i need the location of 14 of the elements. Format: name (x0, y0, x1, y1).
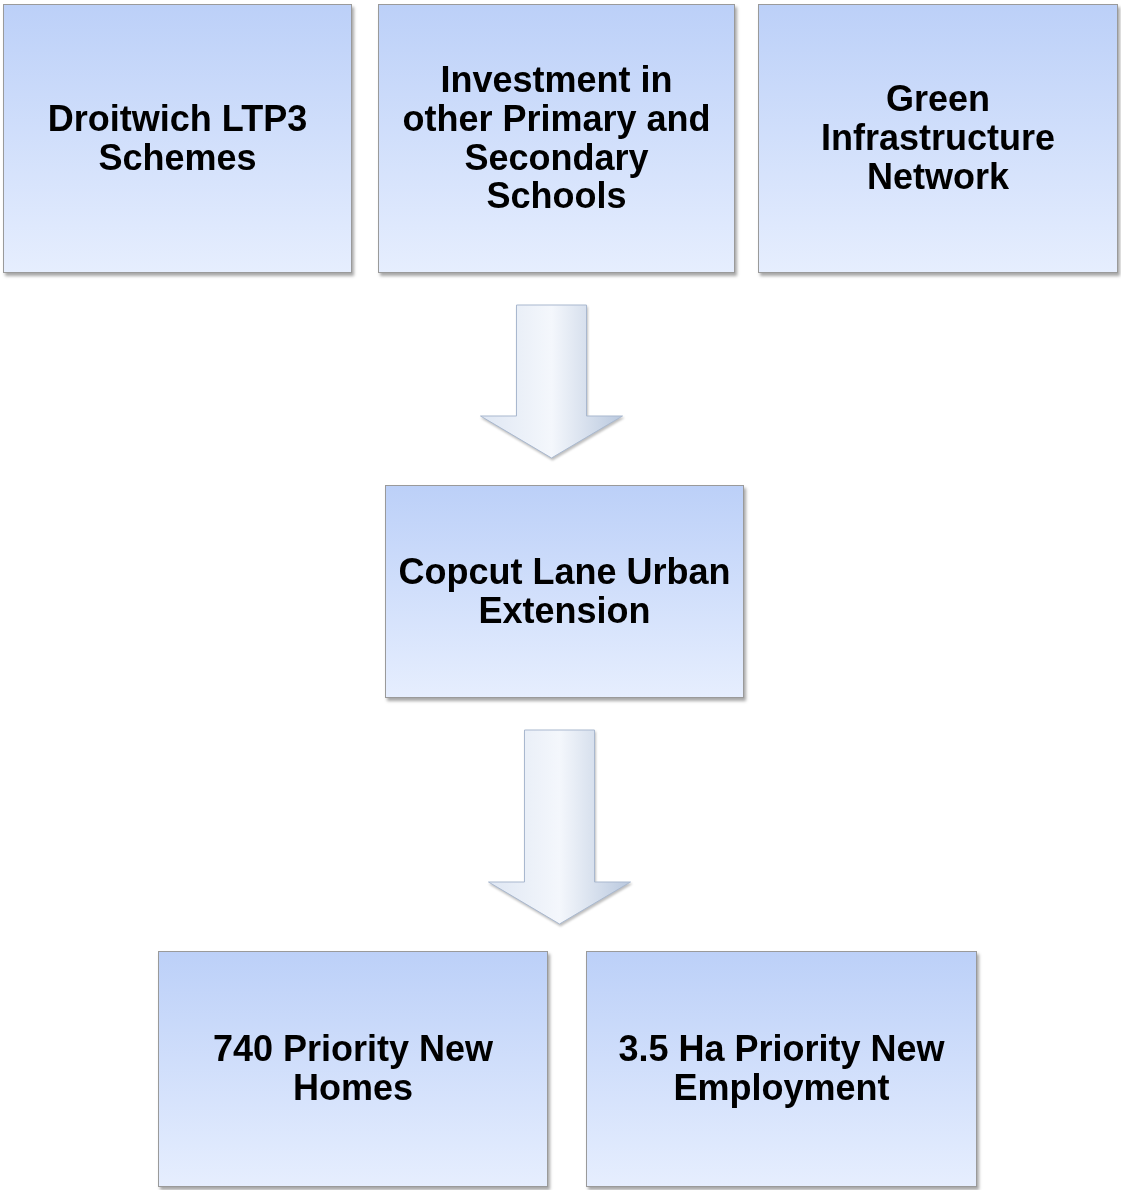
box-label: Investment in other Primary and Secondary Schools (401, 60, 712, 217)
process-box (378, 4, 735, 273)
box-label: Green Infrastructure Network (819, 80, 1057, 197)
process-box (3, 4, 352, 273)
process-box (586, 951, 977, 1187)
block-arrow (488, 729, 631, 925)
process-box (158, 951, 548, 1187)
box-label: 3.5 Ha Priority New Employment (617, 1030, 946, 1108)
box-label: Copcut Lane Urban Extension (398, 552, 731, 631)
process-box (385, 485, 744, 698)
box-label: Droitwich LTP3 Schemes (46, 99, 309, 178)
box-label: 740 Priority New Homes (211, 1030, 495, 1108)
process-box (758, 4, 1118, 273)
block-arrow (480, 304, 623, 459)
